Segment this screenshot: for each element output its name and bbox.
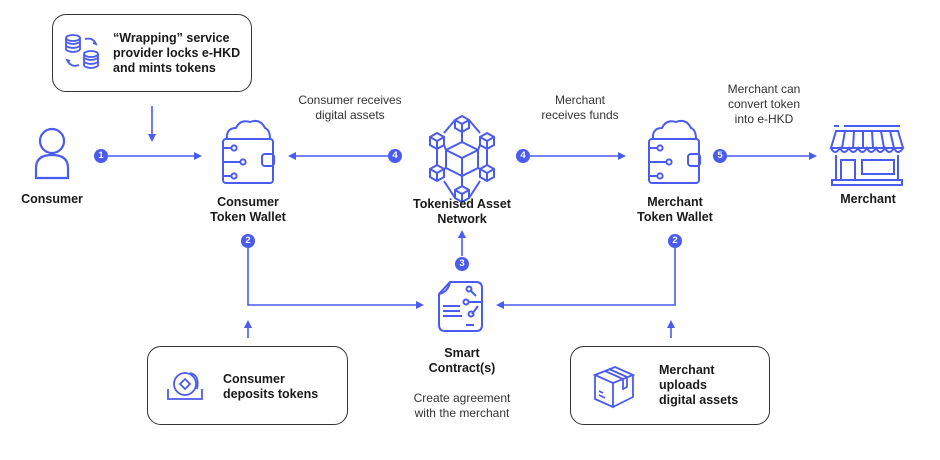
wallet-icon [648, 119, 701, 184]
consumer-deposit-line-2: deposits tokens [223, 387, 319, 401]
network-cubes-icon [429, 114, 495, 204]
arrow-step-2-merchant [496, 248, 676, 309]
step-3-badge: 3 [455, 257, 469, 271]
step-2-merchant-badge: 2 [668, 234, 682, 248]
wrapping-line-1: “Wrapping” service [113, 31, 230, 45]
contract-document-icon [438, 281, 483, 332]
step-4-right-badge: 4 [516, 149, 530, 163]
package-box-icon [592, 366, 636, 409]
step-5-badge: 5 [713, 149, 727, 163]
merchant-receives-line-2: receives funds [541, 108, 619, 122]
merchant-upload-line-3: digital assets [659, 393, 739, 407]
consumer-receives-line-2: digital assets [315, 108, 385, 122]
coin-deposit-icon [167, 372, 203, 400]
merchant-convert-line-2: convert token [727, 97, 801, 111]
consumer-wallet-label: Consumer Token Wallet [198, 195, 298, 225]
create-agreement-line-2: with the merchant [414, 406, 510, 420]
merchant-receives-note: Merchant receives funds [525, 93, 635, 123]
merchant-uploads-box: Merchant uploads digital assets [570, 346, 770, 425]
smart-contract-line-2: Contract(s) [428, 361, 496, 375]
merchant-upload-line-1: Merchant [659, 363, 715, 377]
consumer-label: Consumer [21, 192, 83, 206]
network-line-1: Tokenised Asset [413, 197, 511, 211]
network-label: Tokenised Asset Network [402, 197, 522, 227]
consumer-deposits-box: Consumer deposits tokens [147, 346, 348, 425]
merchant-upload-line-2: uploads [659, 378, 707, 392]
wrapping-line-3: and mints tokens [113, 61, 216, 75]
consumer-receives-line-1: Consumer receives [298, 93, 402, 107]
user-icon [34, 127, 70, 180]
merchant-receives-line-1: Merchant [554, 93, 606, 107]
merchant-wallet-label: Merchant Token Wallet [625, 195, 725, 225]
storefront-icon [829, 125, 905, 186]
merchant-convert-line-1: Merchant can [727, 82, 801, 96]
step-2-consumer-badge: 2 [241, 234, 255, 248]
wrapping-service-box: “Wrapping” service provider locks e-HKD … [52, 14, 252, 92]
consumer-deposit-line-1: Consumer [223, 372, 285, 386]
wrapping-line-2: provider locks e-HKD [113, 46, 241, 60]
arrow-step-2-consumer [247, 248, 424, 309]
coin-exchange-icon [65, 34, 99, 69]
step-4-left-badge: 4 [388, 149, 402, 163]
create-agreement-note: Create agreement with the merchant [402, 391, 522, 421]
consumer-wallet-line-2: Token Wallet [210, 210, 286, 224]
merchant-wallet-line-1: Merchant [647, 195, 703, 209]
merchant-convert-line-3: into e-HKD [734, 112, 794, 126]
step-1-badge: 1 [94, 149, 108, 163]
smart-contract-line-1: Smart [444, 346, 480, 360]
smart-contract-label: Smart Contract(s) [412, 346, 512, 376]
merchant-wallet-line-2: Token Wallet [637, 210, 713, 224]
consumer-wallet-line-1: Consumer [217, 195, 279, 209]
merchant-convert-note: Merchant can convert token into e-HKD [714, 82, 814, 127]
create-agreement-line-1: Create agreement [413, 391, 511, 405]
network-line-2: Network [437, 212, 487, 226]
consumer-receives-note: Consumer receives digital assets [285, 93, 415, 123]
wallet-icon [222, 119, 275, 184]
merchant-label: Merchant [840, 192, 896, 206]
